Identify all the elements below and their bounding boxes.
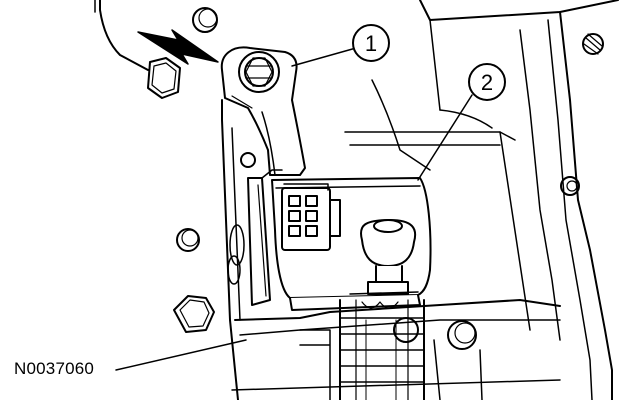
hex-nut-upper <box>147 57 181 99</box>
manual-lever <box>220 46 306 176</box>
hex-nut-lower <box>173 295 215 333</box>
threaded-bolt-right <box>582 33 604 55</box>
callout-leaders <box>115 47 473 371</box>
mounting-bracket <box>247 169 283 306</box>
callout-2: 2 <box>468 63 506 101</box>
range-sensor-switch <box>271 177 432 311</box>
manual-valve-stack <box>299 291 483 400</box>
figure-code-label: N0037060 <box>14 359 95 378</box>
callout-2-number: 2 <box>481 70 493 95</box>
pointer-arrow <box>137 29 219 65</box>
callout-1-number: 1 <box>365 31 377 56</box>
callout-1: 1 <box>352 24 390 62</box>
case-holes <box>176 7 580 350</box>
